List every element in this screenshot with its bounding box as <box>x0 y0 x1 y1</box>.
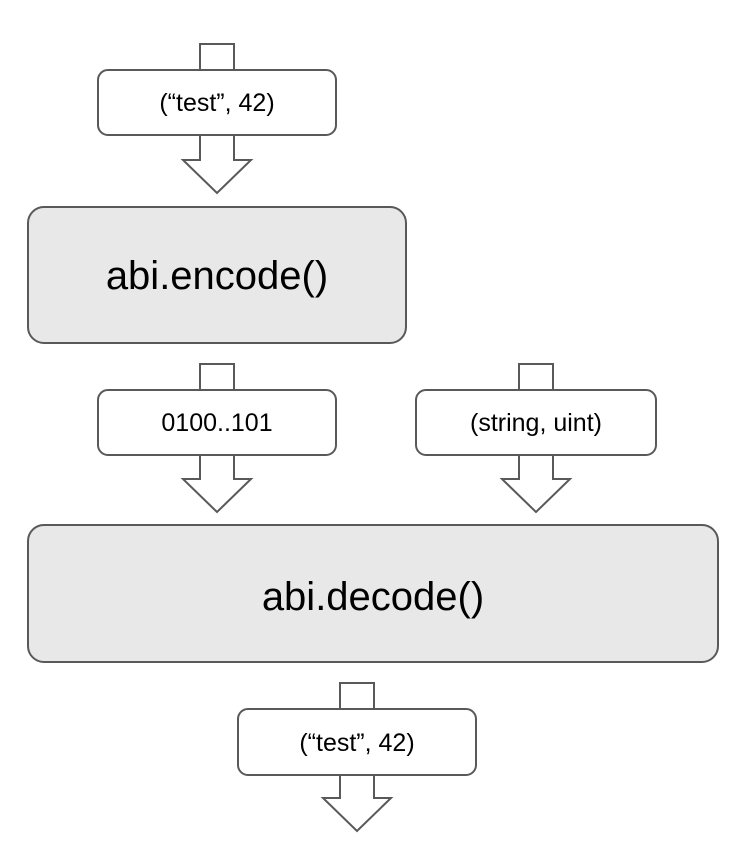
output-value-node: (“test”, 42) <box>237 708 477 776</box>
type-tuple-node: (string, uint) <box>415 389 657 456</box>
input-value-label: (“test”, 42) <box>159 89 274 117</box>
encode-function-label: abi.encode() <box>106 254 328 298</box>
encoded-bytes-node: 0100..101 <box>97 389 337 456</box>
arrow-out-of-output <box>320 774 394 833</box>
decode-function-node: abi.decode() <box>27 524 719 663</box>
arrow-into-input <box>199 43 235 71</box>
encode-function-node: abi.encode() <box>27 206 407 344</box>
arrow-input-to-encode <box>180 134 254 195</box>
arrow-into-type-tuple <box>518 363 554 391</box>
input-value-node: (“test”, 42) <box>97 69 337 136</box>
output-value-label: (“test”, 42) <box>299 729 414 757</box>
arrow-decode-to-output <box>339 682 375 710</box>
arrow-type-tuple-to-decode <box>499 454 573 514</box>
decode-function-label: abi.decode() <box>262 575 484 619</box>
encoded-bytes-label: 0100..101 <box>161 409 272 437</box>
arrow-encode-to-bytes <box>199 363 235 391</box>
type-tuple-label: (string, uint) <box>470 409 602 437</box>
arrow-bytes-to-decode <box>180 454 254 514</box>
